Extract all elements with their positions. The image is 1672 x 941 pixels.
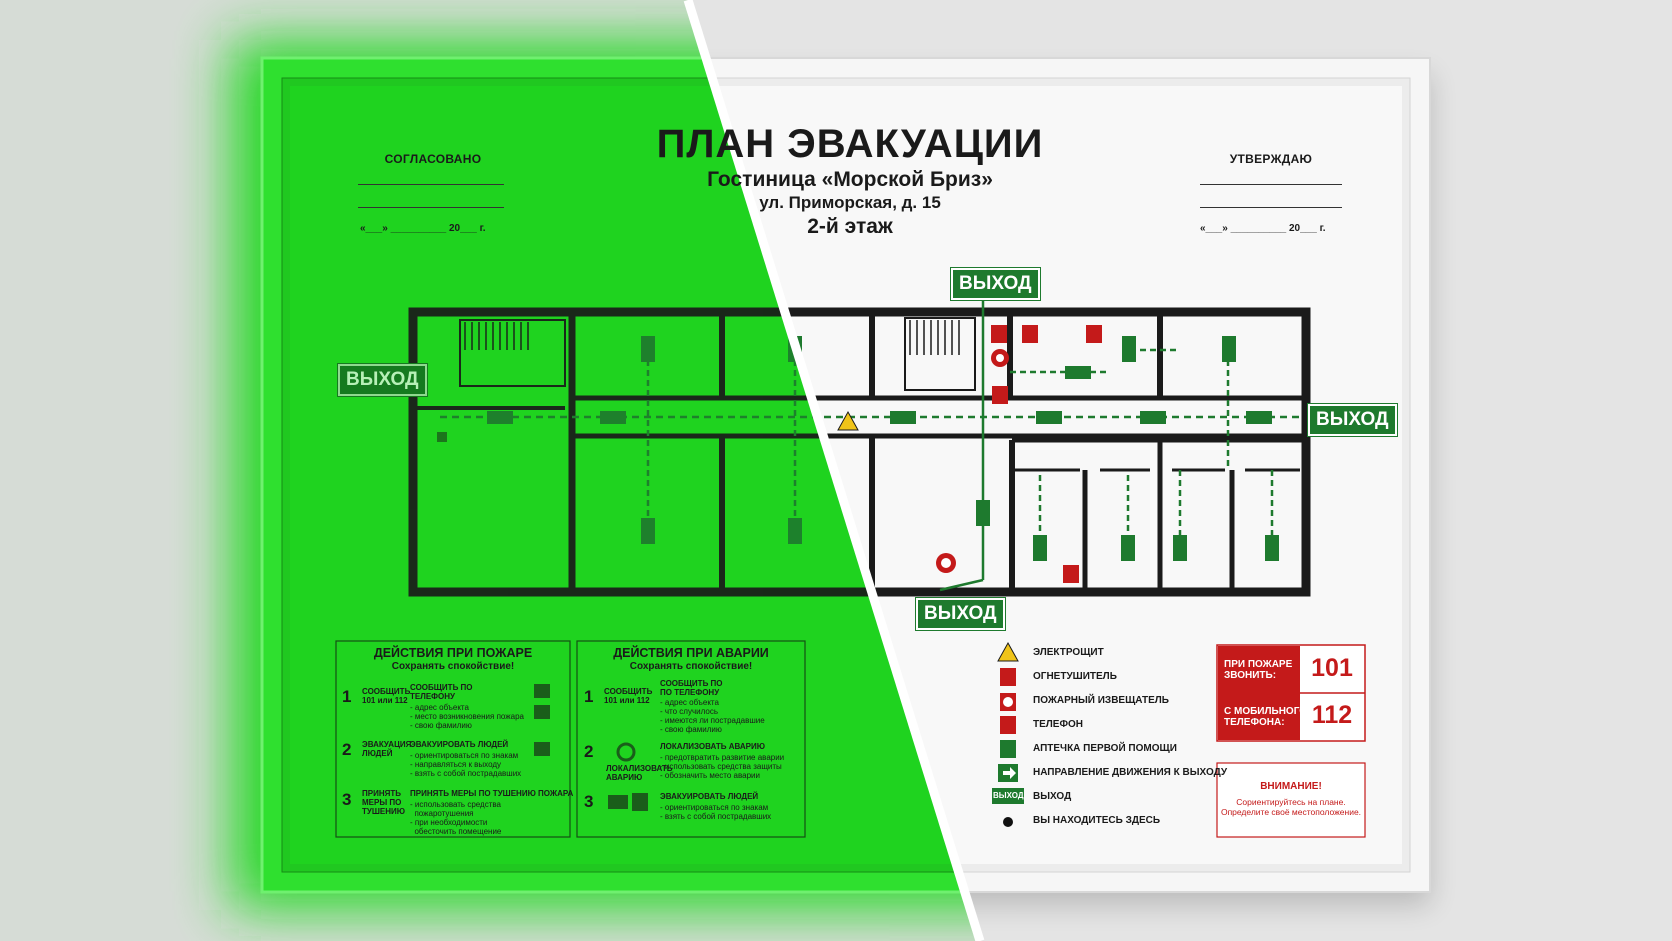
legend-fire-detector: ПОЖАРНЫЙ ИЗВЕЩАТЕЛЬ [1033, 695, 1169, 706]
accident-step-1-lines: - адрес объекта - что случилось - имеютс… [660, 698, 765, 734]
mobile-call-label: С МОБИЛЬНОГО ТЕЛЕФОНА: [1224, 706, 1308, 728]
accident-step-3-title: ЭВАКУИРОВАТЬ ЛЮДЕЙ [660, 792, 759, 801]
legend-electrical-panel: ЭЛЕКТРОЩИТ [1033, 647, 1104, 658]
approve-signature-line-2 [1200, 207, 1342, 208]
fire-step-2-lines: - ориентироваться по знакам - направлять… [410, 751, 522, 778]
fire-panel-subtitle: Сохранять спокойствие! [391, 661, 515, 672]
agreed-date-line: «___» __________ 20___ г. [360, 223, 486, 234]
agreed-signature-line-2 [358, 207, 504, 208]
approve-signature-line-1 [1200, 184, 1342, 185]
legend-phone: ТЕЛЕФОН [1033, 719, 1083, 730]
legend-exit: ВЫХОД [1033, 791, 1072, 802]
fire-step-3-left: ПРИНЯТЬ МЕРЫ ПО ТУШЕНИЮ [362, 789, 406, 816]
fire-step-2-number: 2 [342, 740, 352, 759]
fire-panel-title: ДЕЙСТВИЯ ПРИ ПОЖАРЕ [373, 646, 533, 660]
accident-step-2-lines: - предотвратить развитие аварии - исполь… [660, 753, 785, 780]
plan-address: ул. Приморская, д. 15 [759, 193, 941, 212]
plan-floor: 2-й этаж [807, 215, 893, 238]
legend-you-are-here: ВЫ НАХОДИТЕСЬ ЗДЕСЬ [1033, 815, 1161, 826]
fire-step-2-title: ЭВАКУИРОВАТЬ ЛЮДЕЙ [410, 740, 509, 749]
accident-step-1-left: СООБЩИТЬ 101 или 112 [604, 687, 653, 705]
exit-sign-left: ВЫХОД [337, 363, 428, 397]
fire-step-3-number: 3 [342, 790, 352, 809]
accident-step-2-left: ЛОКАЛИЗОВАТЬ АВАРИЮ [606, 764, 673, 782]
accident-step-2-title: ЛОКАЛИЗОВАТЬ АВАРИЮ [660, 742, 765, 751]
accident-panel-subtitle: Сохранять спокойствие! [629, 661, 753, 672]
accident-panel-title: ДЕЙСТВИЯ ПРИ АВАРИИ [613, 646, 769, 660]
fire-step-1-title: СООБЩИТЬ ПО ТЕЛЕФОНУ [410, 683, 473, 701]
legend-first-aid: АПТЕЧКА ПЕРВОЙ ПОМОЩИ [1033, 743, 1177, 754]
legend-direction: НАПРАВЛЕНИЕ ДВИЖЕНИЯ К ВЫХОДУ [1033, 767, 1228, 778]
accident-step-1-title: СООБЩИТЬ ПО ПО ТЕЛЕФОНУ [660, 679, 723, 697]
accident-step-1-number: 1 [584, 687, 594, 706]
fire-call-number: 101 [1311, 654, 1353, 682]
mobile-call-number: 112 [1311, 701, 1353, 729]
exit-sign-right: ВЫХОД [1307, 403, 1398, 437]
fire-step-2-left: ЭВАКУАЦИЯ ЛЮДЕЙ [362, 740, 412, 758]
fire-step-3-lines: - использовать средства пожаротушения - … [410, 800, 502, 836]
legend-exit-sign-icon: ВЫХОД [993, 791, 1024, 800]
accident-step-2-number: 2 [584, 742, 594, 761]
warning-title: ВНИМАНИЕ! [1260, 781, 1322, 792]
fire-call-label: ПРИ ПОЖАРЕ ЗВОНИТЬ: [1224, 659, 1293, 681]
fire-step-1-number: 1 [342, 687, 352, 706]
fire-step-3-title: ПРИНЯТЬ МЕРЫ ПО ТУШЕНИЮ ПОЖАРА [410, 789, 574, 798]
approve-label: УТВЕРЖДАЮ [1229, 152, 1313, 166]
approve-date-line: «___» __________ 20___ г. [1200, 223, 1326, 234]
agreed-label: СОГЛАСОВАНО [384, 152, 482, 166]
exit-sign-bottom: ВЫХОД [915, 597, 1006, 631]
exit-sign-top: ВЫХОД [950, 267, 1041, 301]
accident-step-3-lines: - ориентироваться по знакам - взять с со… [660, 803, 772, 821]
legend-extinguisher: ОГНЕТУШИТЕЛЬ [1033, 671, 1117, 682]
agreed-signature-line-1 [358, 184, 504, 185]
plan-subtitle: Гостиница «Морской Бриз» [707, 168, 993, 191]
accident-step-3-number: 3 [584, 792, 594, 811]
plan-title: ПЛАН ЭВАКУАЦИИ [656, 122, 1044, 166]
fire-step-1-lines: - адрес объекта - место возникновения по… [410, 703, 524, 730]
fire-step-1-left: СООБЩИТЬ 101 или 112 [362, 687, 411, 705]
warning-text: Сориентируйтесь на плане. Определите сво… [1220, 797, 1362, 817]
